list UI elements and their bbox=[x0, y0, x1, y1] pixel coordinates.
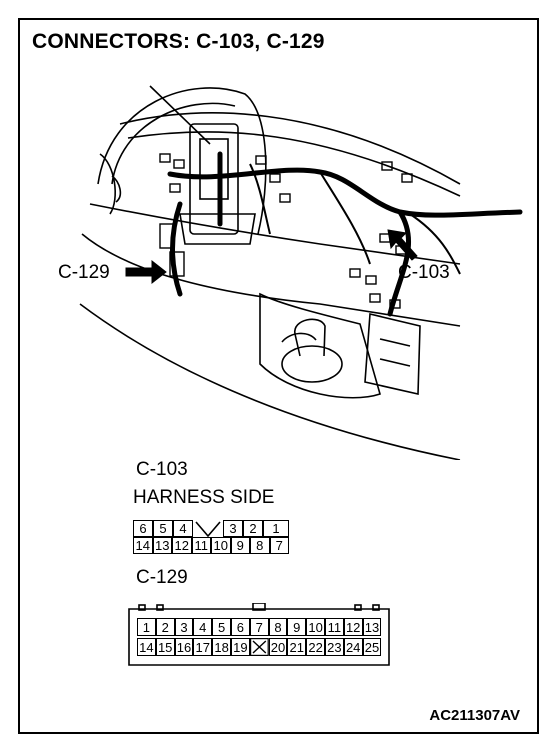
c129-pin: 10 bbox=[306, 618, 325, 636]
c129-pin: 15 bbox=[155, 638, 175, 656]
c129-pin: 24 bbox=[343, 638, 363, 656]
c103-pin: 8 bbox=[250, 537, 270, 554]
c129-pin: 20 bbox=[268, 638, 288, 656]
c129-pin: 23 bbox=[325, 638, 344, 656]
c103-connector-name: C-103 bbox=[136, 459, 188, 480]
c129-pin: 25 bbox=[362, 638, 382, 656]
c129-pin: 11 bbox=[325, 618, 344, 636]
c103-pin: 4 bbox=[173, 520, 193, 537]
c129-pin: 18 bbox=[212, 638, 231, 656]
c129-pin: 17 bbox=[193, 638, 213, 656]
c103-pin: 2 bbox=[243, 520, 263, 537]
c129-connector-name: C-129 bbox=[136, 567, 188, 588]
c129-pin: 7 bbox=[249, 618, 269, 636]
c103-pin: 7 bbox=[269, 537, 289, 554]
c129-pin: 5 bbox=[212, 618, 231, 636]
c129-pin: 4 bbox=[193, 618, 213, 636]
c103-pin: 11 bbox=[191, 537, 211, 554]
c129-pin: 14 bbox=[137, 638, 156, 656]
harness-side-label: HARNESS SIDE bbox=[133, 487, 275, 508]
c103-key-notch bbox=[193, 520, 223, 537]
c103-pin: 1 bbox=[263, 520, 289, 537]
c103-pin: 9 bbox=[230, 537, 250, 554]
diagram-frame bbox=[18, 18, 539, 734]
c103-pin: 10 bbox=[211, 537, 231, 554]
c103-pin: 14 bbox=[133, 537, 153, 554]
c129-empty-pin bbox=[249, 638, 269, 656]
c103-pin: 12 bbox=[172, 537, 192, 554]
c129-pin: 1 bbox=[137, 618, 156, 636]
c129-pin: 6 bbox=[231, 618, 250, 636]
c103-pin: 6 bbox=[133, 520, 153, 537]
c129-pin: 9 bbox=[287, 618, 307, 636]
c103-pin: 5 bbox=[153, 520, 173, 537]
c103-callout-label: C-103 bbox=[398, 262, 450, 283]
c129-pin: 22 bbox=[306, 638, 325, 656]
c129-pin: 19 bbox=[231, 638, 250, 656]
c129-pin: 2 bbox=[155, 618, 175, 636]
c103-pin: 3 bbox=[223, 520, 243, 537]
c129-connector-housing bbox=[128, 603, 390, 666]
c129-callout-label: C-129 bbox=[58, 262, 110, 283]
c129-pin: 8 bbox=[268, 618, 288, 636]
c129-pin: 12 bbox=[343, 618, 363, 636]
page-title: CONNECTORS: C-103, C-129 bbox=[32, 30, 325, 53]
c129-pin: 13 bbox=[362, 618, 382, 636]
dashboard-illustration bbox=[79, 85, 523, 460]
c103-pin: 13 bbox=[152, 537, 172, 554]
figure-code: AC211307AV bbox=[429, 707, 520, 724]
c129-pin: 16 bbox=[174, 638, 194, 656]
c129-pin: 3 bbox=[174, 618, 194, 636]
c129-pin: 21 bbox=[287, 638, 307, 656]
